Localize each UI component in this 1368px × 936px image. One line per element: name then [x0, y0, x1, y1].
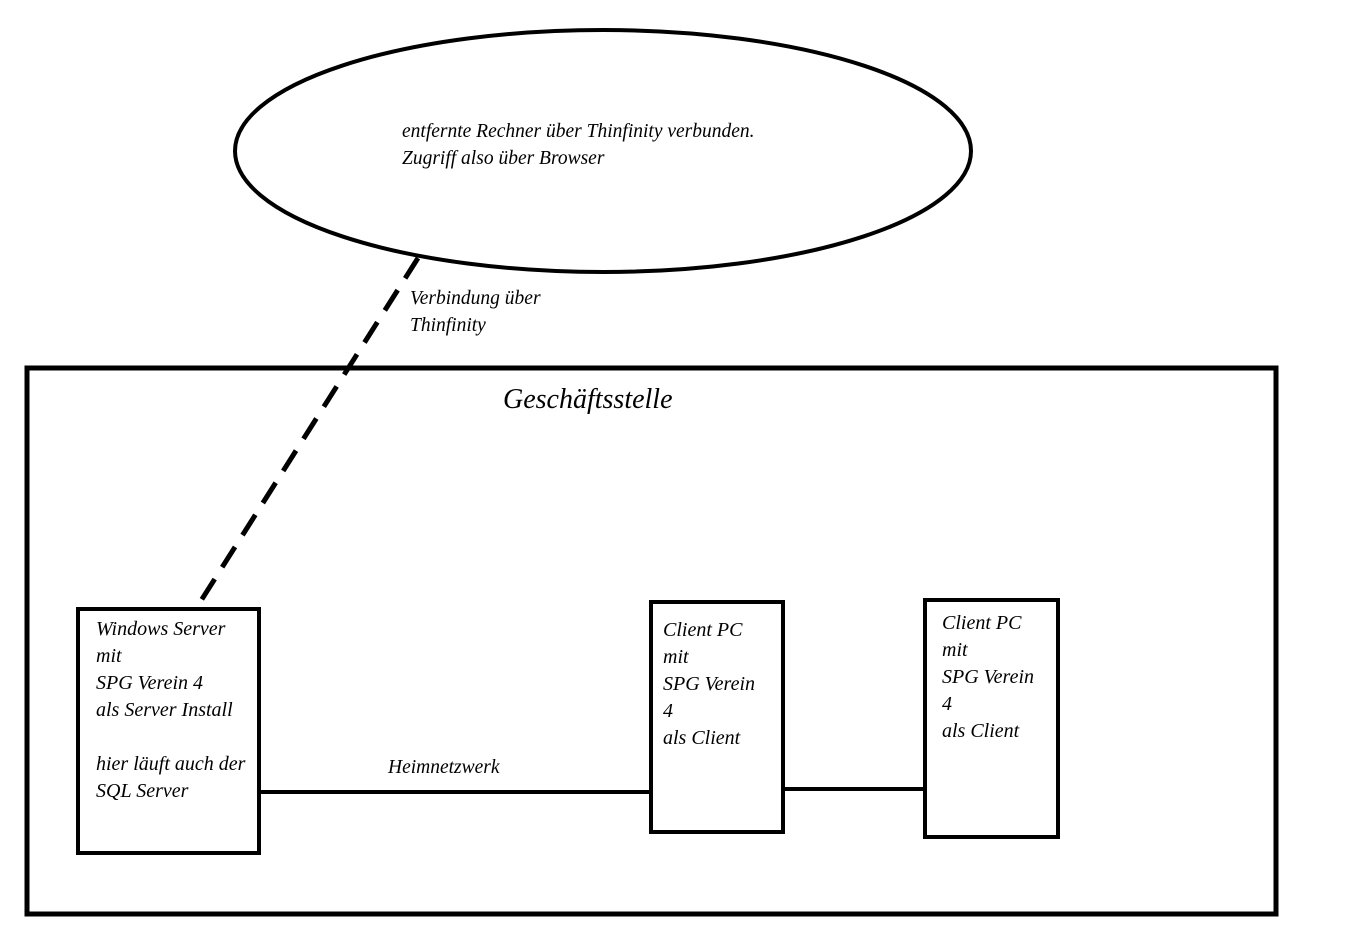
server-label-line: als Server Install: [96, 699, 233, 721]
client2-label-line: SPG Verein: [942, 666, 1035, 688]
thinfinity-connection-label: Verbindung über Thinfinity: [410, 285, 541, 339]
server-label-line: hier läuft auch der: [96, 753, 246, 775]
client2-label-line: Client PC: [942, 612, 1022, 634]
server-label-line: SQL Server: [96, 780, 189, 802]
office-title: Geschäftsstelle: [503, 384, 673, 415]
network-label: Heimnetzwerk: [388, 757, 500, 778]
client1-label-line: SPG Verein: [663, 673, 756, 695]
remote-clients-line: Zugriff also über Browser: [402, 148, 605, 169]
office-boundary: [24, 365, 1279, 917]
server-label-line: Windows Server: [96, 618, 226, 640]
connection-label-line: Thinfinity: [410, 315, 486, 336]
server-box: [76, 607, 261, 855]
server-label-line: [96, 724, 245, 751]
client1-node-label: Client PC mit SPG Verein 4 als Client: [663, 617, 755, 752]
client1-label-line: mit: [663, 646, 689, 668]
client2-label-line: 4: [942, 693, 952, 715]
server-label-line: mit: [96, 645, 122, 667]
client2-node-label: Client PC mit SPG Verein 4 als Client: [942, 610, 1034, 745]
server-label-line: SPG Verein 4: [96, 672, 204, 694]
server-node-label: Windows Server mit SPG Verein 4 als Serv…: [96, 616, 245, 805]
remote-clients-line: entfernte Rechner über Thinfinity verbun…: [402, 121, 755, 142]
client1-box: [649, 600, 785, 834]
client2-label-line: mit: [942, 639, 968, 661]
client1-label-line: Client PC: [663, 619, 743, 641]
thinfinity-connection-line: [194, 256, 421, 609]
client2-box: [923, 598, 1060, 839]
remote-clients-ellipse: [233, 28, 973, 274]
connection-label-line: Verbindung über: [410, 288, 541, 309]
remote-clients-description: entfernte Rechner über Thinfinity verbun…: [402, 118, 755, 172]
client1-label-line: 4: [663, 700, 673, 722]
client1-label-line: als Client: [663, 727, 741, 749]
client2-label-line: als Client: [942, 720, 1020, 742]
